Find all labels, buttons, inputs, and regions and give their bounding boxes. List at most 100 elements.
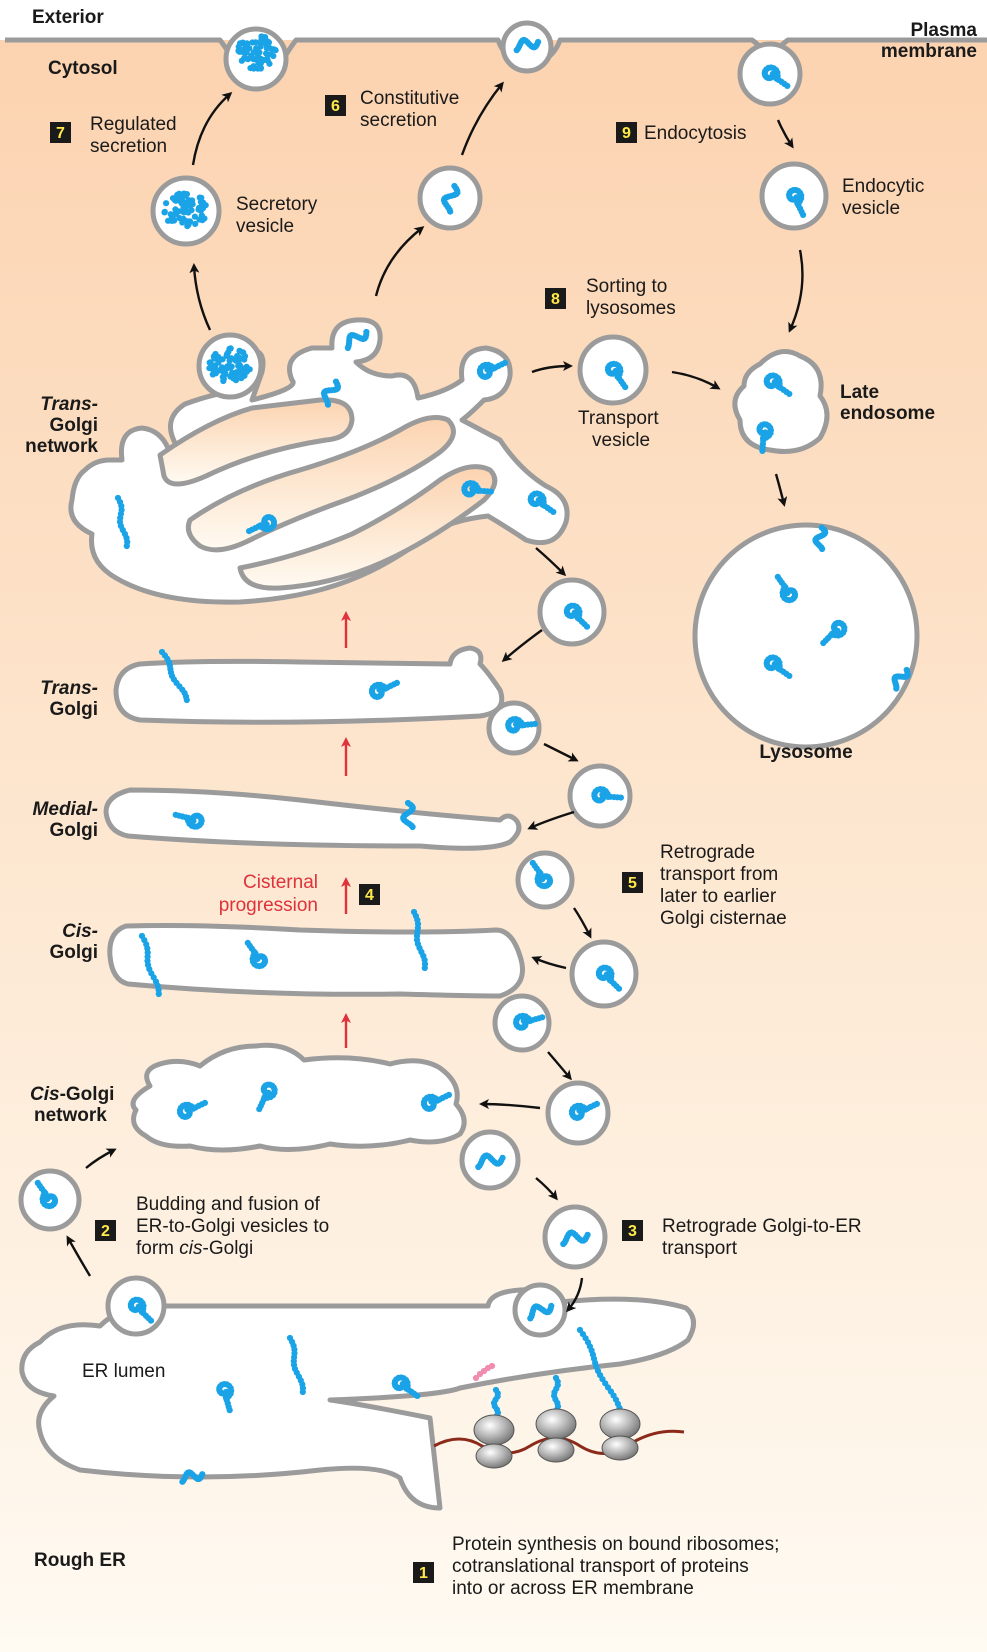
step-5-number: 5 (628, 875, 637, 892)
step-2-number: 2 (101, 1223, 110, 1240)
protein-bead (258, 65, 264, 71)
protein-bead (236, 363, 242, 369)
ribosome (538, 1438, 574, 1462)
protein-bead (246, 528, 252, 534)
protein-bead (261, 57, 267, 63)
protein-bead (775, 574, 781, 580)
protein-bead (410, 824, 416, 830)
protein-bead (227, 1407, 233, 1413)
step-9-number: 9 (622, 125, 631, 142)
protein-bead (163, 200, 169, 206)
step-5-line-2: transport from (660, 864, 778, 885)
label-cgn-1: Cis-Golgi (30, 1084, 114, 1105)
protein-bead (786, 673, 792, 679)
label-transport-vesicle-2: vesicle (592, 430, 650, 451)
protein-bead (238, 369, 244, 375)
label-lysosome: Lysosome (759, 742, 852, 763)
protein-bead (819, 546, 825, 552)
protein-bead (162, 209, 168, 215)
protein-bead (584, 624, 590, 630)
protein-bead (249, 39, 255, 45)
protein-bead (190, 201, 196, 207)
protein-bead (241, 46, 247, 52)
ribosome (474, 1415, 514, 1445)
label-trans-golgi-1: Trans- (40, 678, 98, 699)
step-2-line-2: ER-to-Golgi vesicles to (136, 1216, 329, 1237)
label-medial-golgi-2: Golgi (49, 820, 98, 841)
step-6-number: 6 (331, 98, 340, 115)
protein-bead (618, 795, 624, 801)
protein-bead (229, 364, 235, 370)
step-8-number: 8 (551, 291, 560, 308)
protein-bead (35, 1180, 41, 1186)
protein-bead (268, 51, 274, 57)
protein-bead (201, 215, 207, 221)
label-secretory-vesicle-2: vesicle (236, 216, 294, 237)
label-er-lumen: ER lumen (82, 1361, 165, 1382)
protein-bead (233, 377, 239, 383)
protein-bead (447, 209, 453, 215)
step-1-line-2: cotranslational transport of proteins (452, 1556, 749, 1577)
protein-bead (236, 357, 242, 363)
protein-bead (820, 640, 826, 646)
step-3-line-2: transport (662, 1238, 738, 1259)
protein-bead (502, 360, 508, 366)
step-2-line-1: Budding and fusion of (136, 1194, 321, 1215)
protein-bead (173, 812, 179, 818)
lysosome-organelle (695, 525, 917, 747)
step-9-line-1: Endocytosis (644, 123, 746, 144)
label-rough-er: Rough ER (34, 1550, 126, 1571)
protein-bead (169, 218, 175, 224)
protein-bead (550, 509, 556, 515)
protein-bead (202, 1100, 208, 1106)
label-exterior: Exterior (32, 7, 104, 28)
protein-bead (786, 391, 792, 397)
step-7-line-2: secretion (90, 136, 167, 157)
protein-bead (488, 489, 494, 495)
ribosomes (474, 1409, 640, 1468)
protein-bead (475, 1164, 481, 1170)
label-cis-golgi-1: Cis- (62, 921, 98, 942)
protein-bead (148, 1318, 154, 1324)
protein-bead (224, 352, 230, 358)
label-cgn-golgi: -Golgi (60, 1084, 115, 1105)
protein-bead (800, 212, 806, 218)
step-6-line-1: Constitutive (360, 88, 459, 109)
protein-bead (240, 349, 246, 355)
cis-golgi-network (133, 1045, 464, 1150)
label-cis-golgi-2: Golgi (49, 942, 98, 963)
protein-bead (262, 34, 268, 40)
signal-peptide-bead (489, 1363, 495, 1369)
step-8-line-2: lysosomes (586, 298, 676, 319)
protein-bead (539, 1014, 545, 1020)
ribosome (536, 1409, 576, 1439)
protein-bead (196, 205, 202, 211)
protein-bead (211, 356, 217, 362)
protein-bead (514, 47, 520, 53)
label-membrane: membrane (881, 41, 977, 62)
label-cytosol: Cytosol (48, 58, 118, 79)
protein-bead (237, 40, 243, 46)
protein-bead (176, 208, 182, 214)
ribosome (476, 1444, 512, 1468)
ribosome (602, 1436, 638, 1460)
protein-bead (174, 192, 180, 198)
protein-bead (244, 40, 250, 46)
label-endocytic-vesicle-2: vesicle (842, 198, 900, 219)
protein-bead (527, 1315, 533, 1321)
label-progression: progression (219, 895, 318, 916)
protein-bead (784, 83, 790, 89)
step-2-cis: cis (179, 1238, 203, 1259)
protein-bead (244, 364, 250, 370)
step-5-line-1: Retrograde (660, 842, 755, 863)
cis-golgi-cisterna (110, 926, 523, 997)
protein-bead (239, 58, 245, 64)
step-2-golgi: -Golgi (203, 1238, 254, 1259)
protein-bead (394, 680, 400, 686)
protein-bead (198, 195, 204, 201)
label-endocytic-vesicle-1: Endocytic (842, 176, 924, 197)
step-7-line-1: Regulated (90, 114, 177, 135)
protein-bead (228, 345, 234, 351)
label-plasma: Plasma (910, 20, 977, 41)
